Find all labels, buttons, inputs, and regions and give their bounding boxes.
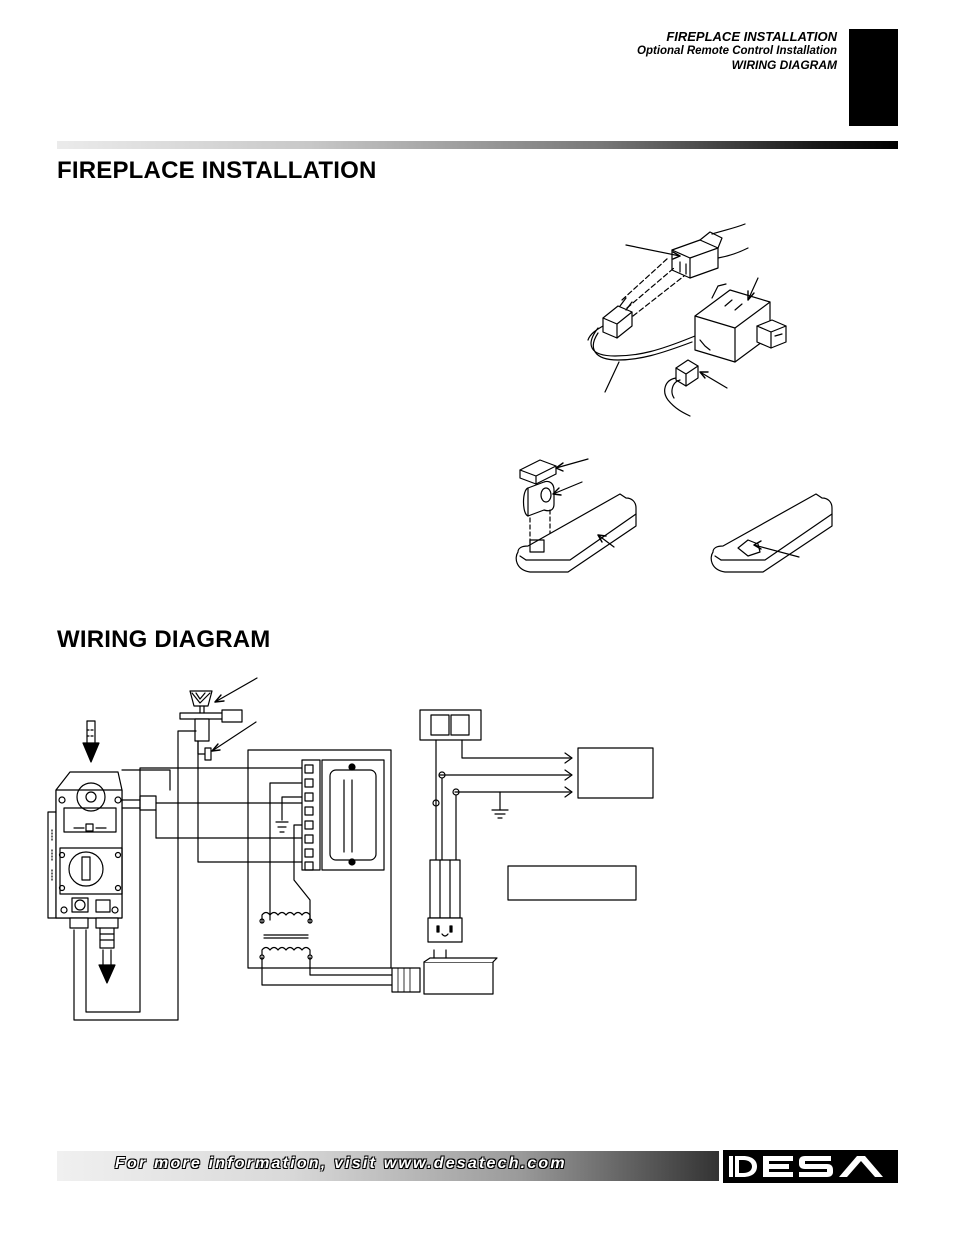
wiring-diagram-title: WIRING DIAGRAM (57, 626, 271, 653)
adapter-connection-illustration (587, 223, 787, 417)
header-rule (57, 141, 898, 149)
footer-bar (57, 1151, 719, 1181)
footer-website-text: For more information, visit www.desatech… (115, 1155, 567, 1172)
remote-assembled-illustration (710, 493, 833, 573)
header-section: FIREPLACE INSTALLATION (666, 29, 837, 44)
remote-battery-install-illustration (515, 458, 637, 573)
running-header: FIREPLACE INSTALLATION Optional Remote C… (637, 29, 837, 73)
section-tab-marker (849, 29, 898, 126)
fireplace-installation-title: FIREPLACE INSTALLATION (57, 157, 377, 184)
wiring-diagram (47, 677, 654, 1021)
header-subsection-2: WIRING DIAGRAM (731, 58, 837, 72)
terminal-strip (304, 764, 314, 871)
header-subsection: Optional Remote Control Installation (637, 45, 837, 57)
desa-logo (723, 1150, 898, 1183)
